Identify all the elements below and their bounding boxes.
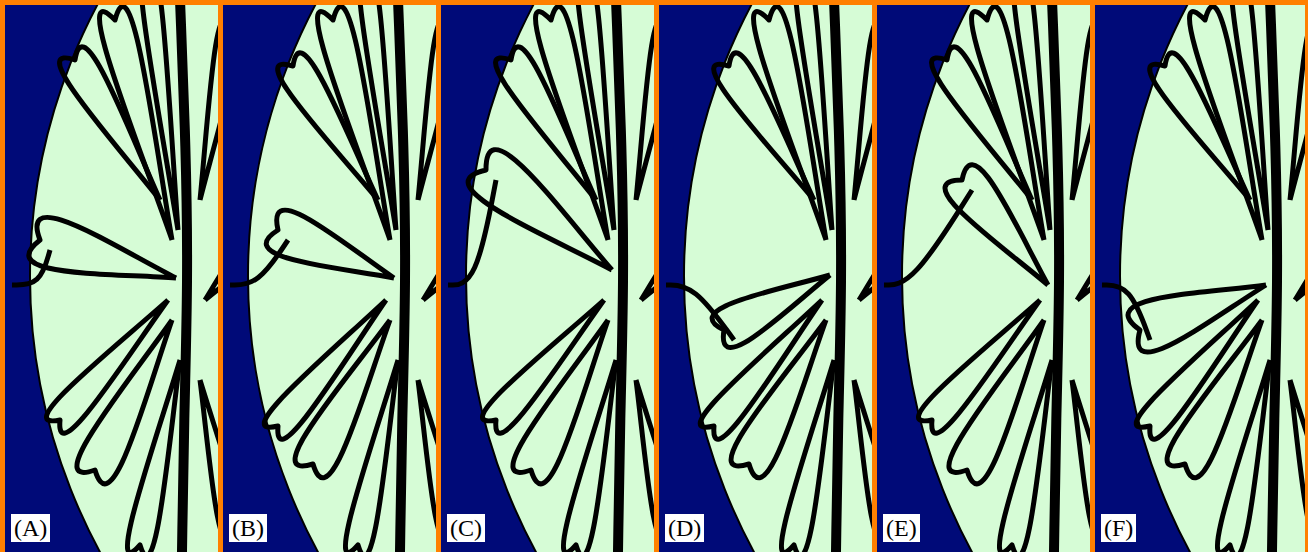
loop-curve	[859, 255, 872, 300]
panel-illustration	[877, 5, 1090, 552]
loop-curve	[945, 165, 1048, 285]
panel-border	[436, 0, 441, 552]
loop-curve	[795, 5, 832, 230]
loop-curve	[418, 380, 436, 539]
loop-curve	[1077, 255, 1090, 300]
loop-curve	[714, 53, 814, 200]
central-stem	[180, 5, 187, 552]
loop-curve	[496, 47, 596, 200]
loop-curve	[141, 5, 178, 230]
loop-curve	[563, 360, 616, 552]
loop-curve	[854, 380, 872, 539]
panel-illustration	[659, 5, 872, 552]
central-stem	[616, 5, 623, 552]
loop-curve	[264, 300, 386, 439]
panel-illustration	[5, 5, 218, 552]
loop-curve	[513, 320, 608, 484]
light-region	[902, 5, 1090, 552]
loop-curve	[1167, 320, 1262, 478]
loop-curve	[423, 255, 436, 300]
loop-curve	[1217, 360, 1270, 552]
loop-curve	[295, 320, 390, 478]
stub-curve	[448, 180, 496, 285]
panel-label: (E)	[883, 514, 920, 542]
stub-curve	[884, 190, 972, 285]
panel-illustration	[1095, 5, 1308, 552]
loop-curve	[932, 47, 1032, 200]
loop-curve	[918, 300, 1040, 433]
central-stem	[1270, 5, 1277, 552]
panel-label: (D)	[665, 514, 704, 542]
light-region	[466, 5, 654, 552]
stub-curve	[12, 250, 50, 285]
light-region	[248, 5, 436, 552]
panel-border	[654, 0, 659, 552]
light-region	[30, 5, 218, 552]
loop-curve	[641, 255, 654, 300]
loop-curve	[482, 300, 604, 433]
loop-curve	[1072, 20, 1090, 200]
loop-curve	[418, 20, 436, 200]
panel-border	[0, 0, 1308, 5]
loop-curve	[854, 20, 872, 200]
loop-curve	[200, 380, 218, 539]
loop-curve	[636, 380, 654, 539]
stub-curve	[666, 285, 734, 340]
panel-label: (C)	[447, 514, 485, 542]
panel-label: (A)	[11, 514, 50, 542]
loop-curve	[278, 53, 378, 200]
loop-curve	[29, 217, 176, 278]
loop-curve	[577, 5, 614, 230]
loop-curve	[999, 360, 1052, 552]
panel-label: (F)	[1101, 514, 1136, 542]
loop-curve	[46, 300, 168, 433]
loop-curve	[1231, 5, 1268, 230]
panel-border	[0, 0, 5, 552]
loop-curve	[345, 360, 398, 552]
loop-curve	[1072, 380, 1090, 539]
loop-curve	[781, 360, 834, 552]
panel-border	[1090, 0, 1095, 552]
loop-curve	[205, 255, 218, 300]
loop-curve	[200, 20, 218, 200]
light-region	[684, 5, 872, 552]
central-stem	[1052, 5, 1059, 552]
loop-curve	[636, 20, 654, 200]
loop-curve	[359, 5, 396, 230]
loop-curve	[1013, 5, 1050, 230]
panel-illustration	[223, 5, 436, 552]
loop-curve	[1128, 285, 1266, 352]
panel-border	[872, 0, 877, 552]
loop-curve	[127, 360, 180, 552]
central-stem	[834, 5, 841, 552]
panel-label: (B)	[229, 514, 267, 542]
central-stem	[398, 5, 405, 552]
loop-curve	[949, 320, 1044, 484]
panel-border	[218, 0, 223, 552]
stub-curve	[1102, 285, 1150, 340]
loop-curve	[60, 47, 160, 200]
stub-curve	[230, 240, 288, 285]
panel-border	[1305, 0, 1308, 552]
loop-curve	[77, 320, 172, 484]
light-region	[1120, 5, 1308, 552]
loop-curve	[1150, 53, 1250, 200]
panel-illustration	[441, 5, 654, 552]
loop-curve	[1136, 300, 1258, 439]
